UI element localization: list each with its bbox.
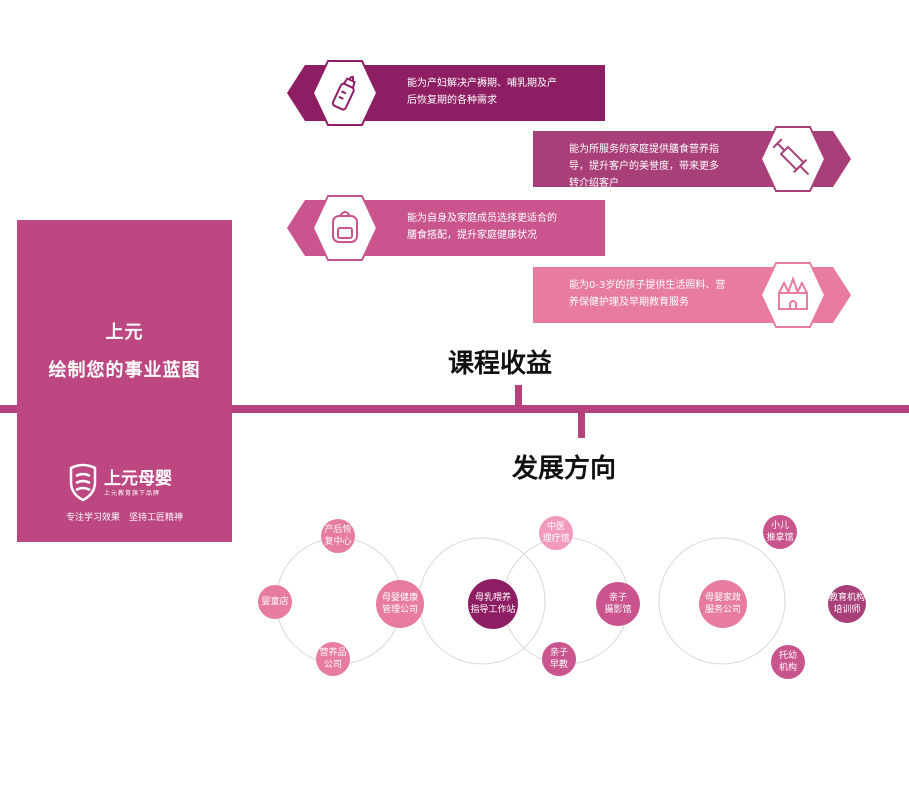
node-nursery: 托幼机构 [771, 645, 805, 679]
benefit-text-1-line2: 后恢复期的各种需求 [407, 95, 497, 106]
logo-name: 上元母婴 [104, 469, 172, 489]
baby-bottle-icon [331, 75, 356, 111]
node-baby-store: 婴童店 [258, 585, 292, 619]
node-trainer: 教育机构培训师 [828, 585, 866, 623]
shield-logo-icon [69, 463, 97, 502]
panel-slogan: 专注学习效果 坚持工匠精神 [65, 513, 183, 523]
benefit-card-2: 能为所服务的家庭提供膳食营养指 导，提升客户的美誉度，带来更多 转介绍客户 [533, 126, 851, 192]
node-maternal-center: 产后恢复中心 [321, 519, 355, 553]
heading-course-benefits: 课程收益 [448, 349, 553, 379]
backpack-icon [332, 211, 358, 243]
node-early-edu: 亲子早教 [542, 642, 576, 676]
brand-panel: 上元 绘制您的事业蓝图 上元母婴 上元教育旗下品牌 专注学习效果 坚持工匠精神 [17, 220, 232, 542]
node-health-company: 母婴健康管理公司 [376, 580, 424, 628]
benefit-text-2-line1: 能为所服务的家庭提供膳食营养指 [569, 144, 719, 155]
logo-subtitle: 上元教育旗下品牌 [104, 490, 161, 497]
benefit-card-1: 能为产妇解决产褥期、哺乳期及产 后恢复期的各种需求 [287, 60, 605, 126]
node-home-service: 母婴家政服务公司 [699, 580, 747, 628]
benefit-text-1-line1: 能为产妇解决产褥期、哺乳期及产 [407, 78, 557, 89]
node-massage: 小儿推拿馆 [763, 515, 797, 549]
timeline-tick-directions [578, 410, 585, 438]
castle-icon [778, 276, 808, 310]
heading-development-directions: 发展方向 [512, 454, 617, 484]
benefit-text-4-line2: 养保健护理及早期教育服务 [569, 297, 689, 308]
syringe-icon [772, 138, 810, 176]
timeline-bar [0, 405, 909, 413]
node-lactation-station: 母乳喂养指导工作站 [468, 579, 518, 629]
benefit-text-4-line1: 能为0-3岁的孩子提供生活照料、营 [569, 280, 726, 291]
benefit-text-3-line2: 膳食搭配，提升家庭健康状况 [407, 230, 537, 241]
benefit-text-2-line2: 导，提升客户的美誉度，带来更多 [569, 161, 719, 172]
timeline-tick-benefits [515, 385, 522, 407]
benefit-text-3-line1: 能为自身及家庭成员选择更适合的 [407, 213, 557, 224]
benefit-card-4: 能为0-3岁的孩子提供生活照料、营 养保健护理及早期教育服务 [533, 262, 851, 328]
benefit-card-3: 能为自身及家庭成员选择更适合的 膳食搭配，提升家庭健康状况 [287, 195, 605, 261]
node-nutrition-company: 营养品公司 [316, 642, 350, 676]
node-photo-studio: 亲子摄影馆 [596, 582, 640, 626]
panel-title-line1: 上元 [105, 322, 144, 343]
benefit-text-2-line3: 转介绍客户 [569, 178, 619, 189]
brand-logo: 上元母婴 上元教育旗下品牌 [67, 462, 192, 502]
benefit-hex-4 [759, 262, 827, 328]
panel-title-line2: 绘制您的事业蓝图 [48, 360, 201, 381]
node-tcm-clinic: 中医理疗馆 [539, 516, 573, 550]
